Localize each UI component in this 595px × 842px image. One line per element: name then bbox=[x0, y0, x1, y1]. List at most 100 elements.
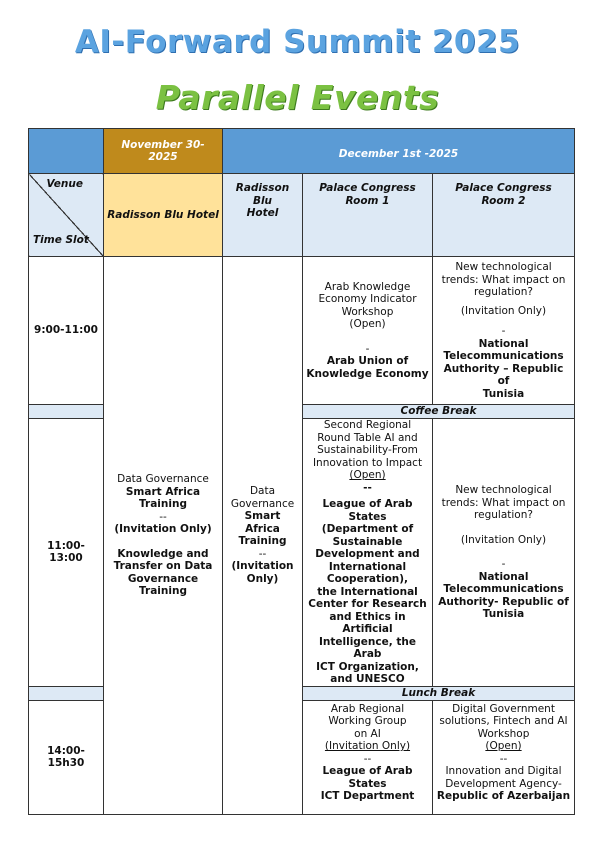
event-line: regulation? bbox=[474, 509, 533, 521]
dec1-radisson-line: -- bbox=[258, 547, 267, 560]
event-line: Authority – Republic of bbox=[443, 362, 564, 388]
event-line: (Open) bbox=[349, 469, 386, 481]
event-line: on AI bbox=[354, 727, 381, 740]
event-line: Telecommunications bbox=[443, 350, 564, 362]
event-line: Intelligence, the Arab bbox=[318, 635, 417, 661]
event-line: Authority- Republic of bbox=[438, 595, 569, 608]
event-line: Cooperation), bbox=[326, 573, 409, 585]
event-line: and UNESCO bbox=[330, 673, 405, 685]
slot-row-1: 9:00-11:00 Data Governance Smart Africa … bbox=[28, 256, 575, 815]
event-line: Development and bbox=[315, 548, 420, 560]
event-line: - bbox=[501, 325, 506, 337]
nov30-line: Smart Africa bbox=[125, 485, 201, 498]
event-line: Sustainable bbox=[332, 535, 403, 548]
event-line: Economy Indicator bbox=[318, 293, 417, 306]
event-line: Republic of Azerbaijan bbox=[436, 790, 571, 802]
nov30-training-cell: Data Governance Smart Africa Training --… bbox=[103, 256, 223, 815]
venue-row: Venue Time Slot Radisson Blu Hotel Radis… bbox=[28, 173, 575, 257]
nov30-line: Governance bbox=[127, 572, 199, 585]
dec1-radisson-line: Governance bbox=[230, 497, 295, 510]
dec1-radisson-line: Smart Africa bbox=[244, 510, 281, 535]
summit-title: AI-Forward Summit 2025 bbox=[74, 24, 521, 60]
event-line: National bbox=[478, 570, 529, 583]
event-line: Arab Union of bbox=[326, 355, 409, 368]
event-line: trends: What impact on bbox=[441, 273, 566, 286]
room2-slot1-event: New technological trends: What impact on… bbox=[432, 256, 575, 405]
event-line: Center for Research bbox=[308, 598, 427, 610]
event-line: - bbox=[365, 342, 370, 355]
dec1-radisson-line: (Invitation bbox=[231, 560, 294, 573]
event-line: ICT Organization, bbox=[316, 660, 419, 673]
slot-row-2: 11:00-13:00 Second Regional Round Table … bbox=[28, 418, 575, 687]
venue-palace-room1: Palace Congress Room 1 bbox=[302, 173, 433, 257]
date-nov30: November 30- 2025 bbox=[103, 128, 223, 174]
venue-timeslot-corner: Venue Time Slot bbox=[28, 173, 104, 257]
event-line: League of Arab States bbox=[322, 498, 413, 523]
event-line: Telecommunications bbox=[443, 583, 564, 595]
nov30-line: Knowledge and bbox=[117, 547, 209, 560]
event-line: and Ethics in Artificial bbox=[329, 610, 406, 636]
time-slot-2: 11:00-13:00 bbox=[28, 418, 104, 687]
event-line: (Department of bbox=[321, 523, 414, 535]
event-line: Workshop bbox=[477, 727, 530, 740]
nov30-line: Training bbox=[139, 498, 187, 510]
event-line: -- bbox=[499, 752, 508, 765]
coffee-break-label: Coffee Break bbox=[302, 404, 575, 419]
event-line: (Open) bbox=[349, 318, 386, 331]
event-line: Knowledge Economy bbox=[306, 367, 429, 380]
event-line: Development Agency- bbox=[445, 777, 562, 790]
venue-room1-line1: Palace Congress bbox=[319, 182, 416, 194]
venue-palace-room2: Palace Congress Room 2 bbox=[432, 173, 575, 257]
nov30-line: Training bbox=[139, 585, 187, 597]
nov30-line: Transfer on Data bbox=[113, 560, 213, 572]
lunch-break-row: Lunch Break bbox=[28, 685, 575, 701]
room2-slot3-event: Digital Government solutions, Fintech an… bbox=[432, 699, 575, 815]
date-dec1-label: December 1st -2025 bbox=[338, 147, 459, 160]
time-slot-1: 9:00-11:00 bbox=[28, 256, 104, 405]
dec1-radisson-training-cell: Data Governance Smart Africa Training --… bbox=[222, 256, 303, 815]
venue-room1-line2: Room 1 bbox=[345, 194, 390, 207]
room1-slot2-event: Second Regional Round Table AI and Susta… bbox=[302, 418, 433, 687]
venue-room2-line2: Room 2 bbox=[481, 194, 526, 207]
venue-radisson-line2: Hotel bbox=[246, 207, 279, 219]
nov30-line: -- bbox=[159, 510, 167, 523]
event-line: Tunisia bbox=[482, 387, 525, 400]
event-line: Innovation to Impact bbox=[312, 456, 423, 469]
event-line: ICT Department bbox=[320, 790, 415, 802]
date-header-row: November 30- 2025 December 1st -2025 bbox=[28, 128, 575, 174]
event-line: Digital Government bbox=[452, 702, 555, 715]
lunch-break-label: Lunch Break bbox=[302, 685, 575, 701]
venue-radisson-dec1: Radisson Blu Hotel bbox=[222, 173, 303, 257]
coffee-break-row: Coffee Break bbox=[28, 404, 575, 419]
schedule-table: November 30- 2025 December 1st -2025 Ven… bbox=[28, 128, 575, 815]
venue-radisson-nov30: Radisson Blu Hotel bbox=[103, 173, 223, 257]
event-line: (Invitation Only) bbox=[324, 740, 411, 752]
event-line: trends: What impact on bbox=[441, 496, 566, 509]
nov30-line: (Invitation Only) bbox=[114, 523, 212, 535]
event-line: National bbox=[478, 337, 529, 350]
slot-row-3: 14:00-15h30 Arab Regional Working Group … bbox=[28, 699, 575, 815]
event-line: Arab Regional bbox=[330, 702, 405, 715]
coffee-break-time-cell bbox=[28, 404, 104, 419]
venue-label: Venue bbox=[46, 178, 83, 190]
venue-room2-line1: Palace Congress bbox=[455, 182, 552, 194]
time-slot-3: 14:00-15h30 bbox=[28, 699, 104, 815]
event-line: International bbox=[328, 560, 407, 573]
event-line: regulation? bbox=[474, 286, 533, 298]
event-line: New technological bbox=[455, 261, 552, 273]
event-line: Sustainability-From bbox=[317, 444, 418, 456]
dec1-radisson-line: Training bbox=[238, 535, 287, 548]
event-line: solutions, Fintech and AI bbox=[439, 715, 568, 727]
header-corner-cell bbox=[28, 128, 104, 174]
event-line: Arab Knowledge bbox=[324, 280, 411, 293]
event-line: Working Group bbox=[328, 715, 407, 727]
event-line: Workshop bbox=[341, 305, 394, 318]
event-line: League of Arab States bbox=[322, 765, 413, 790]
date-dec1: December 1st -2025 bbox=[222, 128, 575, 174]
nov30-line: Data Governance bbox=[117, 473, 209, 485]
event-line: Second Regional bbox=[323, 419, 412, 431]
parallel-events-title: Parallel Events bbox=[155, 78, 440, 117]
event-line: Tunisia bbox=[482, 608, 525, 620]
room2-slot2-event: New technological trends: What impact on… bbox=[432, 418, 575, 687]
event-line: - bbox=[501, 558, 506, 570]
